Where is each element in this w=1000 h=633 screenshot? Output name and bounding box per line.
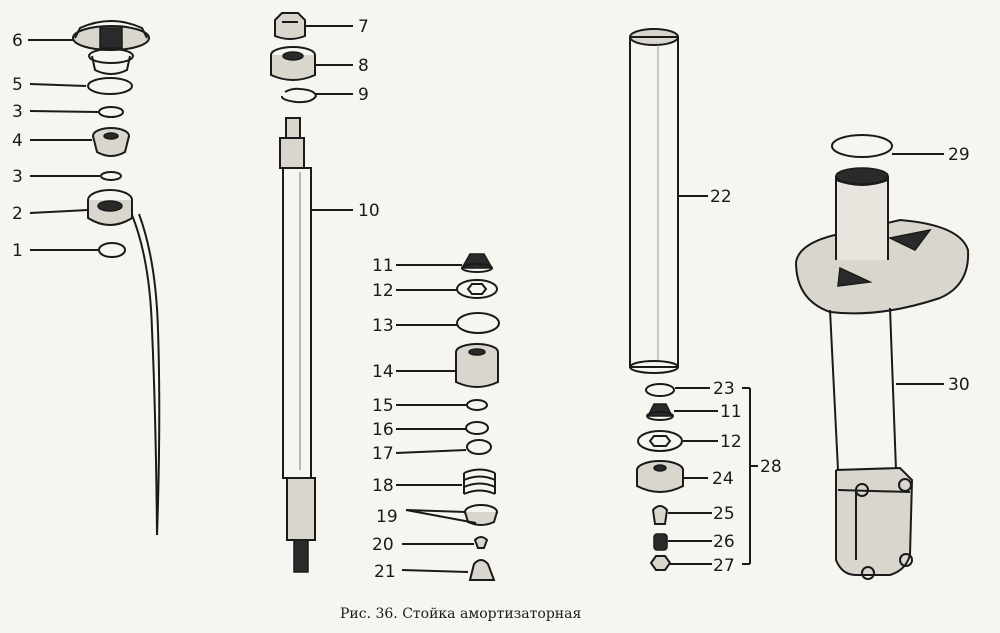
- part-17-washer: [466, 439, 492, 455]
- part-8-bearing: [270, 46, 316, 81]
- part-29-seal: [831, 134, 893, 185]
- label-8: 8: [358, 56, 369, 76]
- part-5-ring: [87, 77, 133, 95]
- label-10: 10: [358, 201, 380, 221]
- part-22-cylinder: [629, 28, 679, 374]
- label-16: 16: [372, 420, 394, 440]
- part-23-ring: [645, 383, 675, 397]
- label-22: 22: [710, 187, 732, 207]
- figure-caption: Рис. 36. Стойка амортизаторная: [340, 606, 581, 622]
- part-12-plate-bottom: [637, 430, 683, 452]
- label-23: 23: [713, 379, 735, 399]
- label-14: 14: [372, 362, 394, 382]
- part-20-valve: [473, 536, 489, 549]
- label-12: 12: [372, 281, 394, 301]
- label-9: 9: [358, 85, 369, 105]
- part-1-seal: [98, 242, 126, 258]
- part-21-tip: [468, 559, 496, 581]
- label-30: 30: [948, 375, 970, 395]
- label-27: 27: [713, 556, 735, 576]
- part-14-piston: [455, 343, 499, 388]
- part-3-ring-upper: [98, 106, 124, 118]
- label-2: 2: [12, 204, 23, 224]
- label-18: 18: [372, 476, 394, 496]
- label-17: 17: [372, 444, 394, 464]
- label-4: 4: [12, 131, 23, 151]
- part-13-ring: [456, 312, 500, 334]
- label-28: 28: [760, 457, 782, 477]
- part-7-bushing: [274, 12, 306, 40]
- label-19: 19: [376, 507, 398, 527]
- part-6-cap: [72, 20, 150, 75]
- label-5: 5: [12, 75, 23, 95]
- label-13: 13: [372, 316, 394, 336]
- label-24: 24: [712, 469, 734, 489]
- part-12-plate: [456, 279, 498, 299]
- part-18-spring: [463, 468, 496, 495]
- part-30-strut-body: [794, 176, 970, 580]
- part-11-nut: [460, 253, 494, 273]
- part-25-pin: [651, 505, 669, 525]
- part-16-washer: [465, 421, 489, 435]
- label-7: 7: [358, 17, 369, 37]
- part-24-valve-body: [636, 460, 684, 493]
- part-3-ring-lower: [100, 171, 122, 181]
- part-10-rod: [279, 117, 316, 573]
- label-11-bottom: 11: [720, 402, 742, 422]
- label-1: 1: [12, 241, 23, 261]
- label-12-bottom: 12: [720, 432, 742, 452]
- label-3-lower: 3: [12, 167, 23, 187]
- part-2-housing: [87, 189, 161, 536]
- label-11: 11: [372, 256, 394, 276]
- part-26-spring: [653, 533, 668, 551]
- part-9-circlip: [280, 87, 318, 104]
- label-15: 15: [372, 396, 394, 416]
- label-25: 25: [713, 504, 735, 524]
- label-20: 20: [372, 535, 394, 555]
- part-11-nut-bottom: [646, 403, 674, 421]
- part-27-nut: [649, 555, 672, 571]
- label-29: 29: [948, 145, 970, 165]
- part-4-nut: [92, 127, 130, 157]
- label-26: 26: [713, 532, 735, 552]
- label-3-upper: 3: [12, 102, 23, 122]
- label-6: 6: [12, 31, 23, 51]
- part-15-washer: [466, 399, 488, 411]
- label-21: 21: [374, 562, 396, 582]
